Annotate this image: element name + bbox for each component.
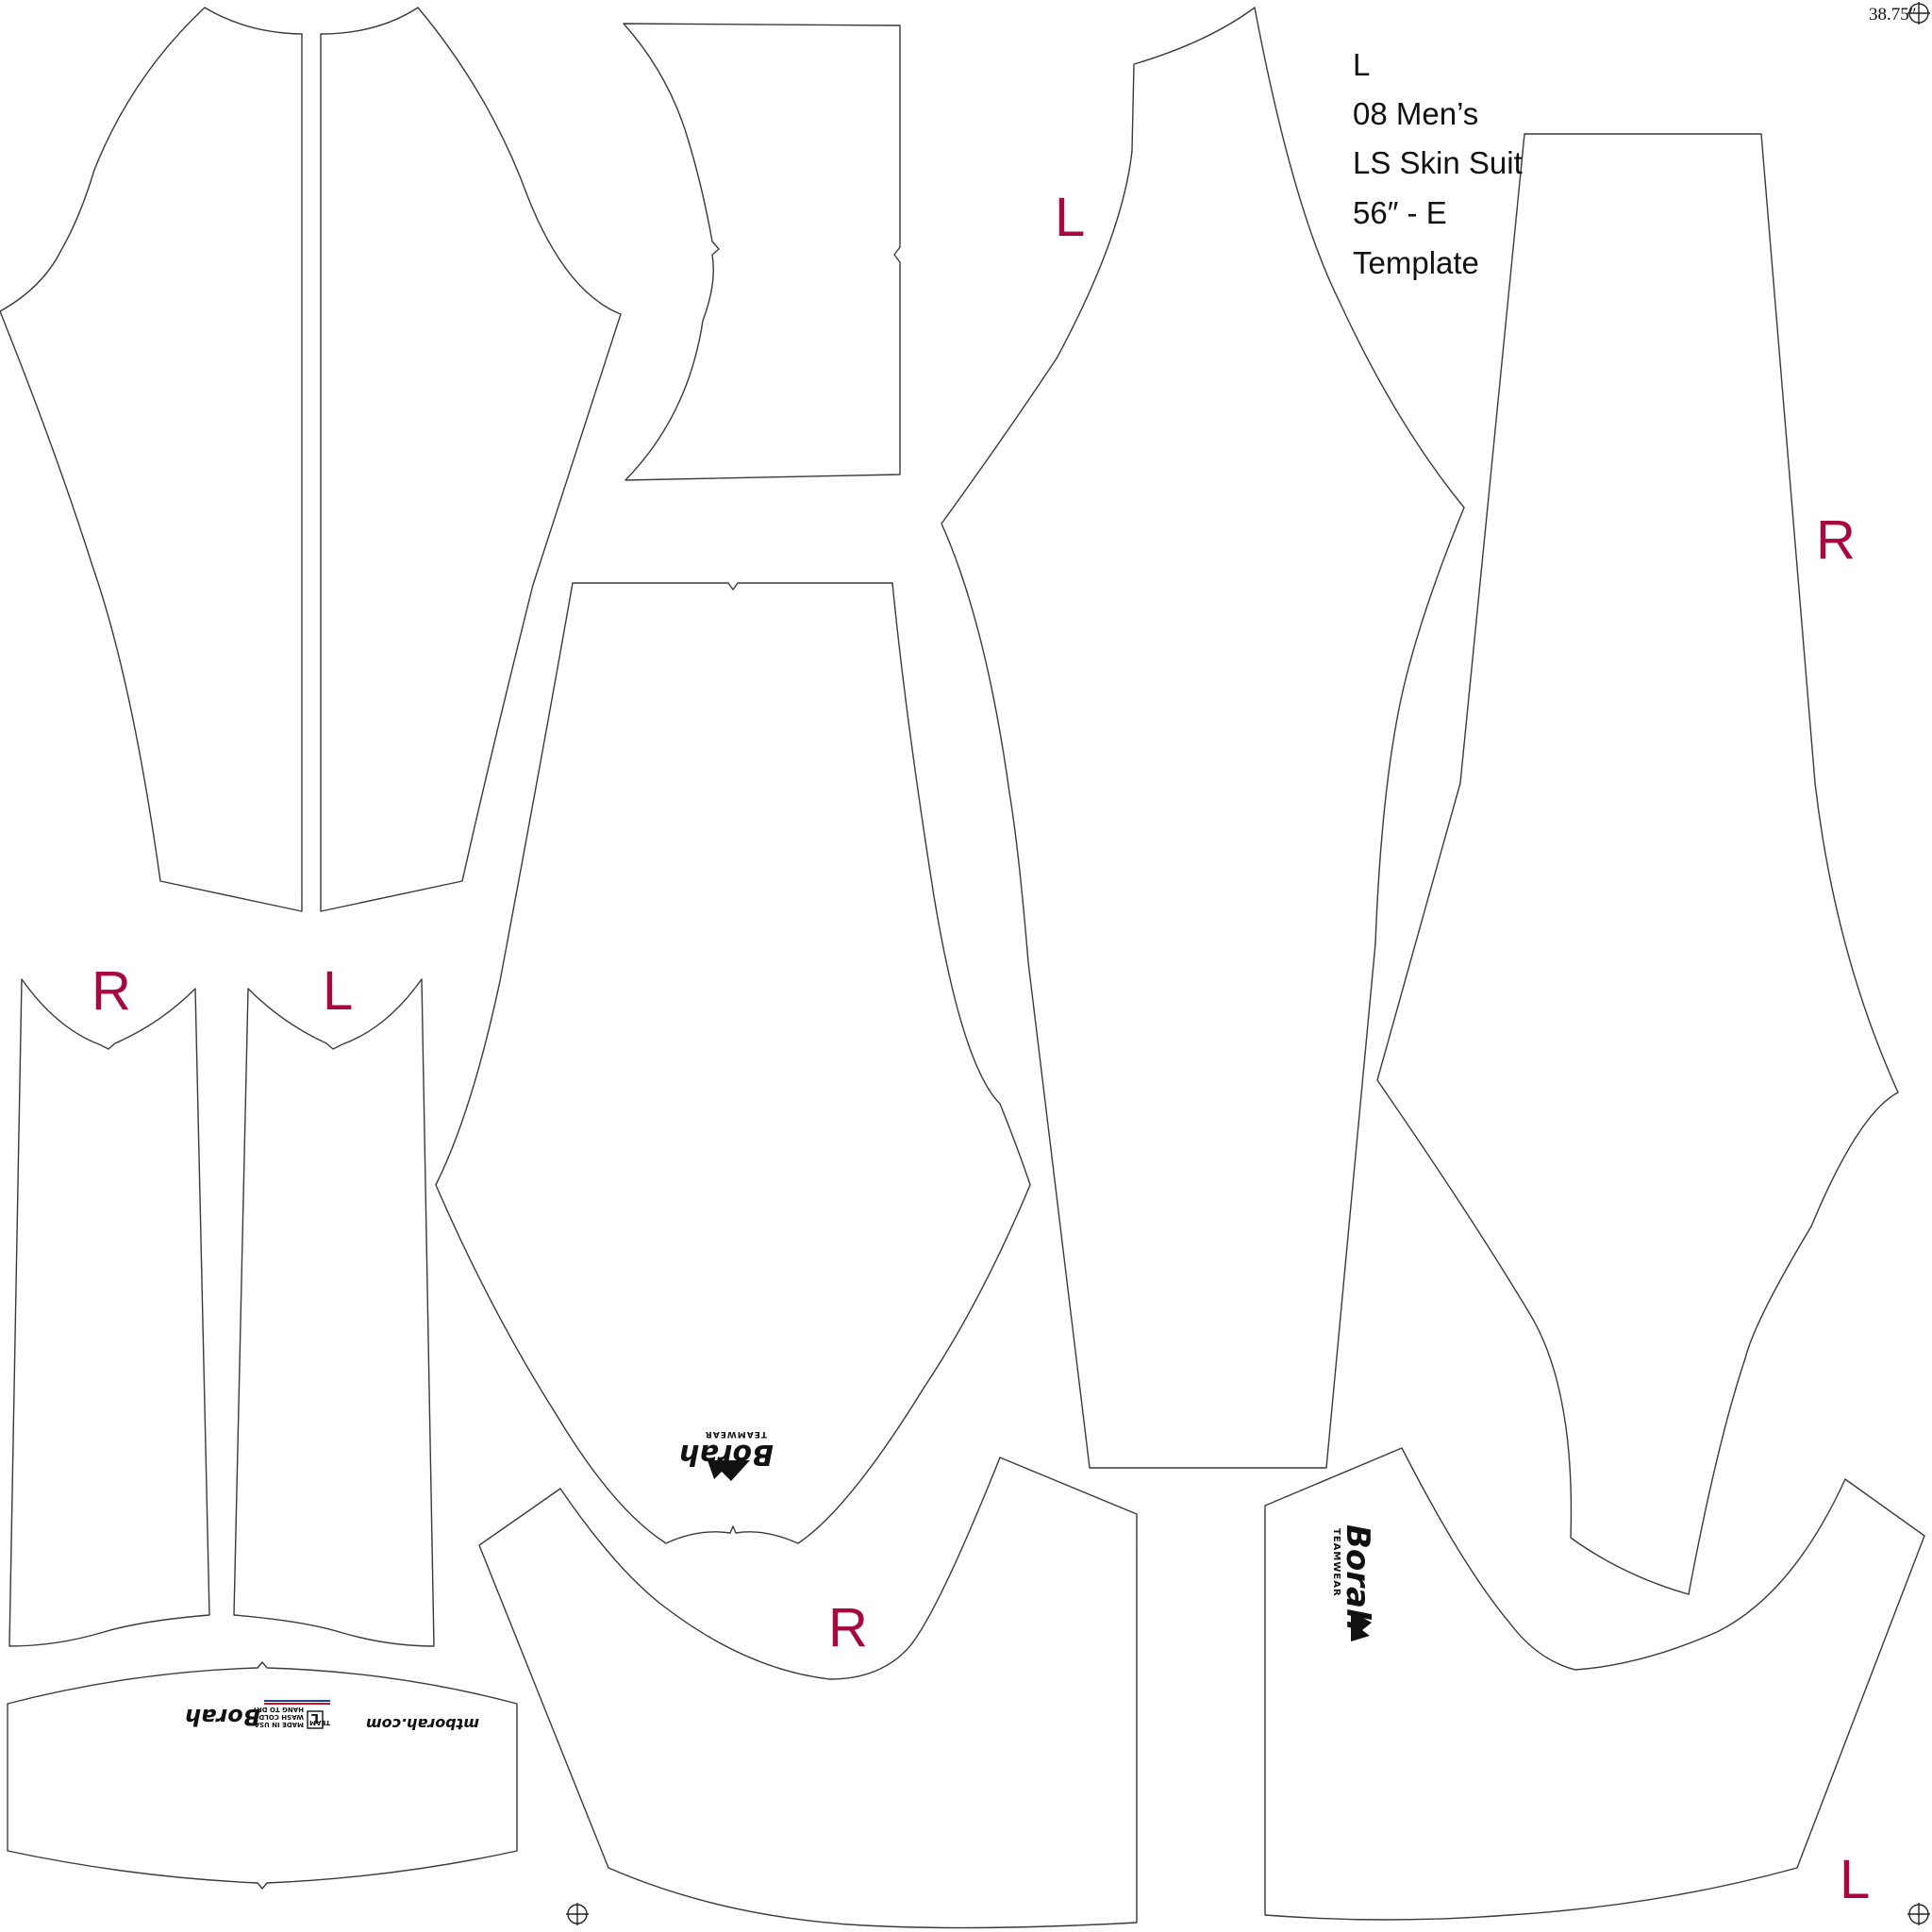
registration-mark-icon: [1907, 2, 1930, 25]
website-label: mtborah.com: [366, 1715, 479, 1733]
brand-tagline: TEAMWEAR: [705, 1429, 767, 1439]
brand-tagline: TEAMWEAR: [1331, 1528, 1341, 1597]
side-mark-leg-right: R: [828, 1597, 868, 1658]
leg-panel-left: [1264, 1447, 1925, 1921]
care-brand: Borah: [185, 1704, 260, 1730]
borah-mountain-logo-icon: [708, 1460, 750, 1481]
back-panel-left: [941, 7, 1465, 1469]
waistband-panel: [7, 1661, 518, 1890]
care-size: L: [311, 1710, 319, 1724]
care-label: Borah TEAM L MADE IN USA WASH COLD HANG …: [185, 1700, 330, 1730]
template-kind: Template: [1353, 245, 1479, 280]
template-style: LS Skin Suit: [1353, 145, 1523, 180]
collar-panel: [623, 23, 901, 481]
front-torso-panel: [435, 582, 1031, 1544]
side-mark-side-panel-left: L: [323, 960, 353, 1022]
website-text: mtborah.com: [366, 1715, 479, 1733]
template-chest: 56″ - E: [1353, 195, 1447, 230]
sleeve-panel-left: [0, 7, 303, 912]
registration-mark-icon: [1907, 1903, 1930, 1925]
care-team: TEAM: [309, 1719, 330, 1726]
template-model: 08 Men’s: [1353, 96, 1478, 131]
side-mark-side-panel-right: R: [92, 960, 131, 1022]
sheet-width-label: 38.75″: [1869, 5, 1917, 25]
side-mark-leg-left: L: [1840, 1849, 1870, 1910]
side-mark-back-right: R: [1816, 509, 1856, 571]
care-line-2: WASH COLD: [258, 1713, 304, 1721]
back-panel-right: [1376, 133, 1899, 1595]
registration-mark-icon: [566, 1903, 589, 1925]
sleeve-panel-right: [320, 7, 622, 912]
borah-logo-torso: Borah TEAMWEAR: [679, 1429, 774, 1481]
leg-panel-right: [478, 1457, 1138, 1929]
borah-mountain-logo-icon: [1351, 1611, 1372, 1641]
care-line-1: MADE IN USA: [254, 1721, 304, 1728]
care-line-3: HANG TO DRY: [252, 1706, 304, 1713]
side-panel-right: [8, 978, 210, 1647]
side-panel-left: [233, 978, 435, 1647]
side-mark-back-left: L: [1055, 187, 1085, 248]
brand-wordmark: Borah: [1339, 1524, 1376, 1631]
borah-logo-leg: Borah TEAMWEAR: [1331, 1524, 1376, 1641]
template-size: L: [1353, 47, 1370, 82]
